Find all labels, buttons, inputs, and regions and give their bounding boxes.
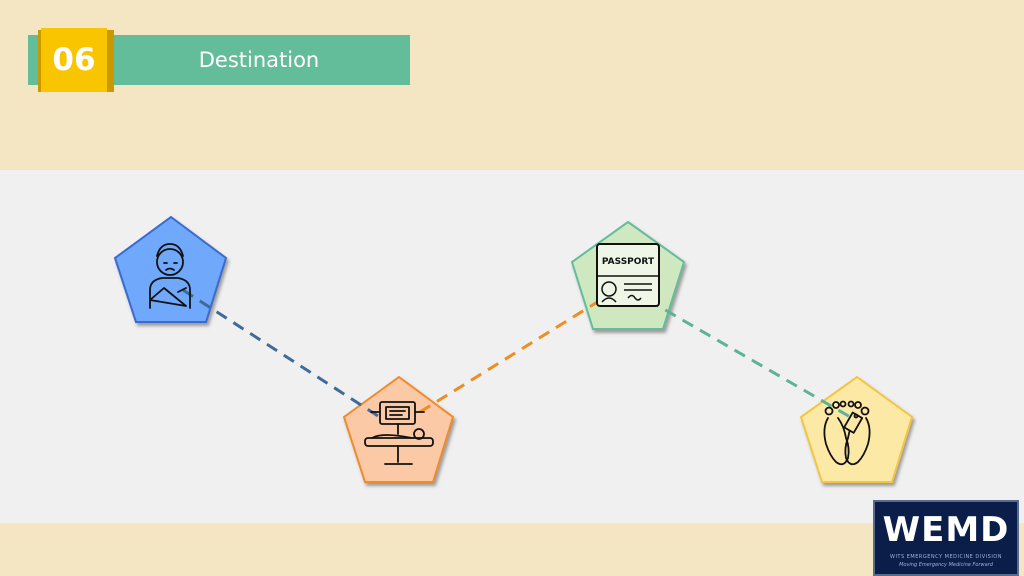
passport-icon: PASSPORT [596,243,660,307]
patient-node [113,215,228,323]
injured-patient-icon [149,243,191,309]
wemd-logo: WEMD WITS EMERGENCY MEDICINE DIVISION Mo… [873,500,1019,576]
logo-main-text: WEMD [882,510,1010,550]
section-number: 06 [41,28,107,92]
logo-subtitle: WITS EMERGENCY MEDICINE DIVISION [890,554,1002,560]
footer-band [0,523,1024,576]
connection-passport-morgue [647,298,853,420]
header-band [0,0,1024,170]
connection-icu-passport [419,281,629,414]
icu-bed-monitor-icon [364,401,434,465]
page-title: Destination [198,48,320,72]
passport-label: PASSPORT [602,257,655,267]
toe-tag-feet-icon [823,400,871,466]
logo-tagline: Moving Emergency Medicine Forward [899,562,993,568]
connection-patient-icu [182,288,379,418]
